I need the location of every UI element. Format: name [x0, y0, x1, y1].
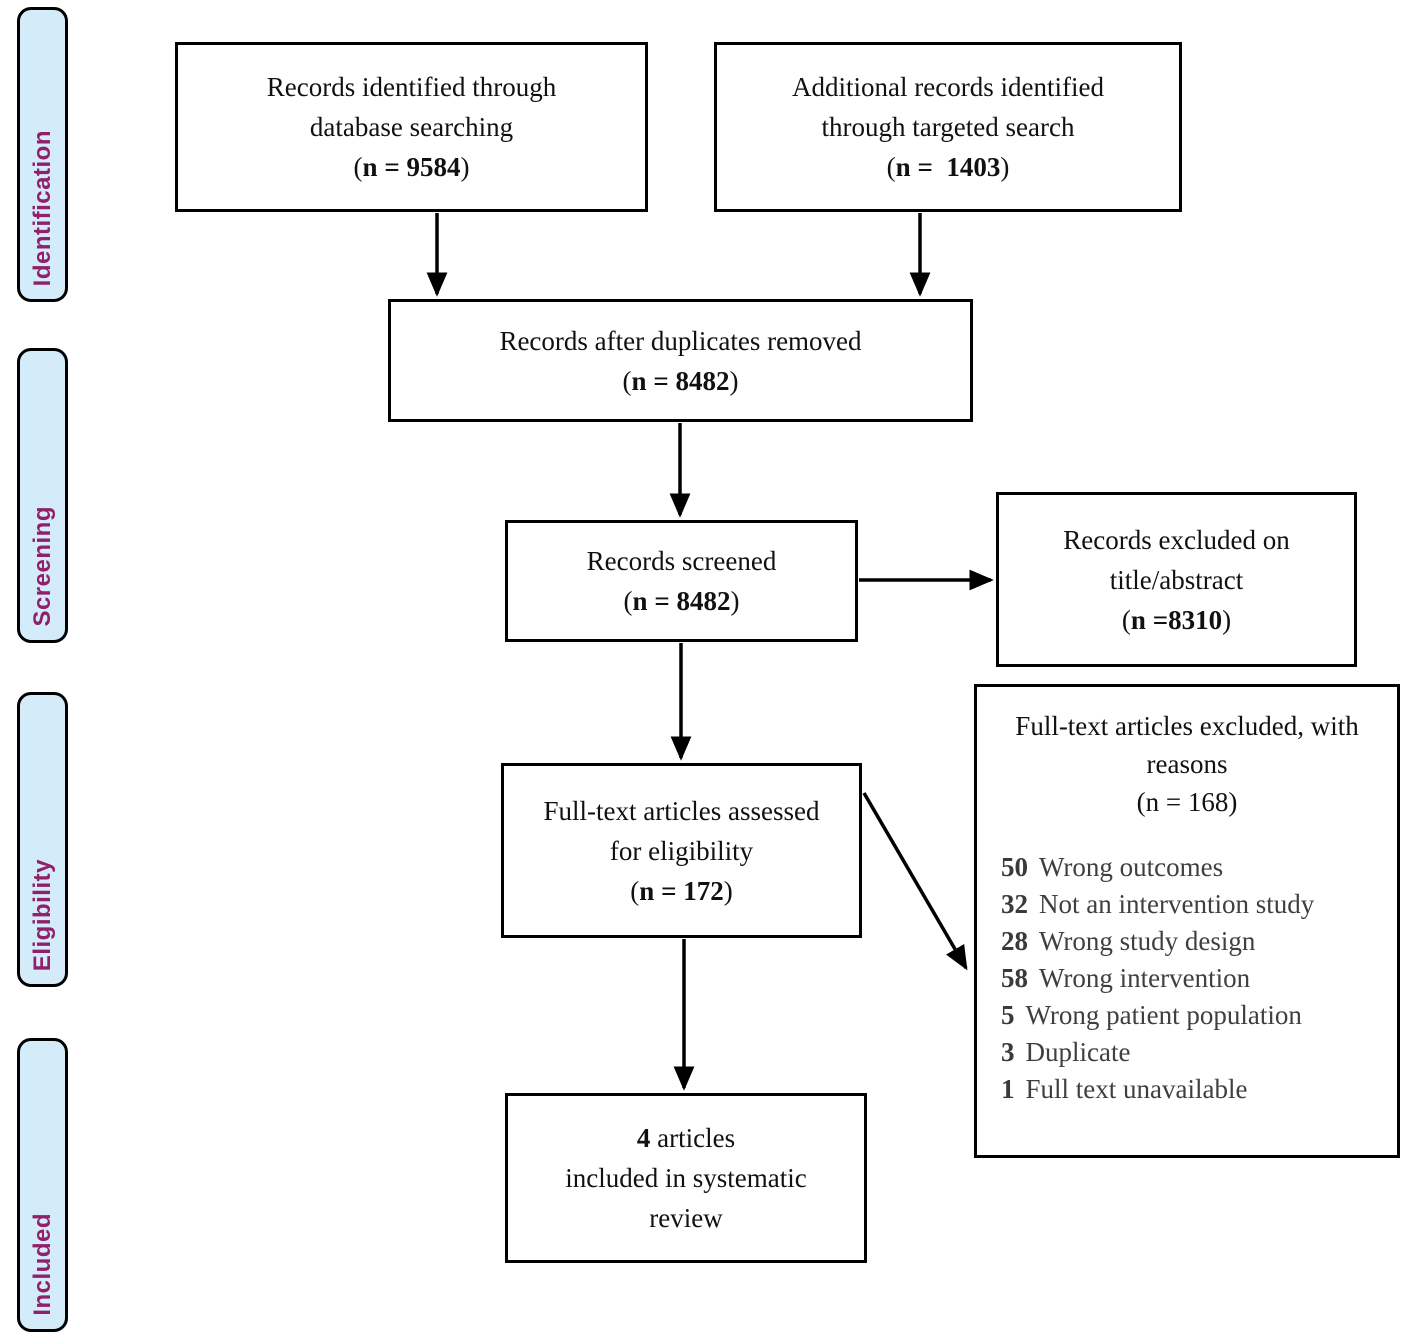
box-records-excluded-line2: title/abstract [1109, 564, 1244, 595]
box-additional-records-line1: Additional records identified [792, 72, 1104, 102]
box-articles-included-line1: 4 articles [636, 1123, 736, 1153]
box-duplicates-removed-line1: Records after duplicates removed [499, 325, 862, 356]
box-fulltext-excluded-line2: reasons [1146, 749, 1228, 779]
box-fulltext-excluded-title: Full-text articles excluded, with reason… [1015, 707, 1358, 821]
box-fulltext-excluded: Full-text articles excluded, with reason… [974, 684, 1400, 1158]
box-records-excluded: Records excluded on title/abstract (n =8… [996, 492, 1357, 667]
box-records-identified-line1: Records identified through [266, 72, 557, 102]
box-records-identified: Records identified through database sear… [175, 42, 648, 212]
band-screening: Screening [17, 348, 68, 643]
band-screening-label: Screening [28, 506, 56, 627]
box-fulltext-assessed-line2: for eligibility [609, 835, 754, 866]
band-included: Included [17, 1038, 68, 1332]
box-articles-included-line3: review [649, 1203, 723, 1233]
box-articles-included-line2: included in systematic [565, 1163, 807, 1193]
box-fulltext-excluded-n: (n = 168) [1136, 787, 1238, 817]
arrow-assessed-to-ftexcluded [862, 792, 968, 971]
box-fulltext-assessed: Full-text articles assessed for eligibil… [501, 763, 862, 938]
box-duplicates-removed: Records after duplicates removed (n = 84… [388, 299, 973, 422]
box-additional-records-n: (n = 1403) [886, 152, 1010, 182]
box-records-excluded-line1: Records excluded on [1063, 524, 1290, 555]
box-records-screened-line1: Records screened [586, 546, 777, 576]
box-additional-records-line2: through targeted search [821, 112, 1075, 142]
box-records-identified-line2: database searching [309, 112, 514, 142]
box-fulltext-assessed-n: (n = 172) [630, 875, 733, 906]
box-additional-records: Additional records identified through ta… [714, 42, 1182, 212]
box-records-identified-n: (n = 9584) [353, 152, 470, 182]
box-fulltext-excluded-line1: Full-text articles excluded, with [1015, 711, 1359, 741]
box-records-screened: Records screened (n = 8482) [505, 520, 858, 642]
box-fulltext-assessed-line1: Full-text articles assessed [543, 795, 820, 826]
band-eligibility-label: Eligibility [28, 858, 56, 971]
band-eligibility: Eligibility [17, 692, 68, 987]
box-records-excluded-n: (n =8310) [1121, 604, 1232, 635]
box-duplicates-removed-n: (n = 8482) [622, 365, 739, 396]
band-identification: Identification [17, 7, 68, 302]
band-identification-label: Identification [28, 129, 56, 286]
band-included-label: Included [28, 1213, 56, 1316]
box-articles-included: 4 articles included in systematic review [505, 1093, 867, 1263]
box-records-screened-n: (n = 8482) [623, 586, 740, 616]
